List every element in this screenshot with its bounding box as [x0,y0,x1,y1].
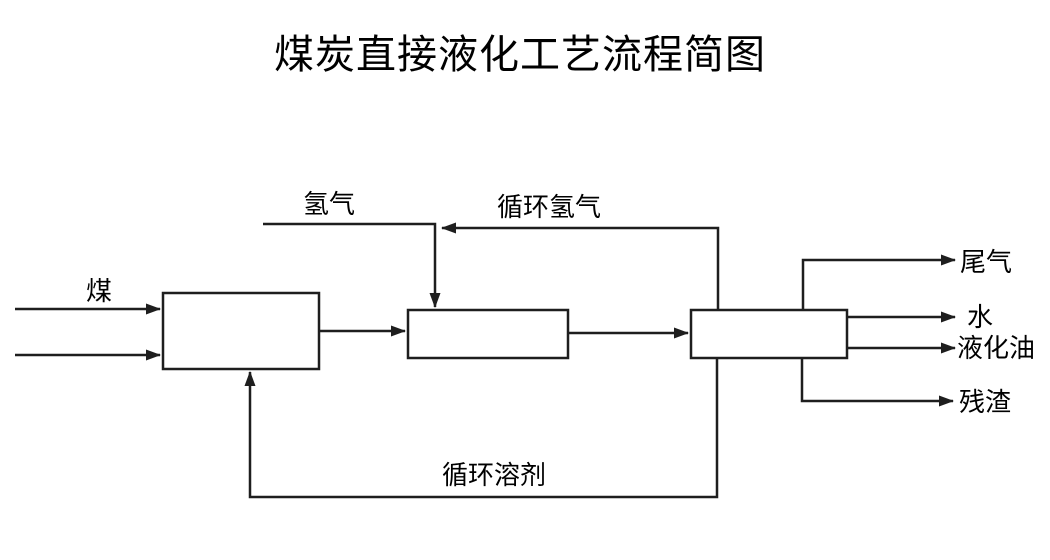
recycle-hydrogen-label: 循环氢气 [497,192,602,222]
liquefied-oil-label: 液化油 [957,333,1036,363]
tail-gas-arrow [801,254,956,310]
process-box-2 [406,308,570,360]
coal-label: 煤 [86,276,113,306]
hydrogen-feed-arrow [263,222,441,308]
page-title: 煤炭直接液化工艺流程简图 [274,33,766,77]
process-box-3 [689,308,849,360]
water-label: 水 [967,302,994,332]
recycle-solvent-arrow [244,358,719,499]
residue-label: 残渣 [959,387,1012,417]
recycle-solvent-label: 循环溶剂 [442,460,547,490]
tail-gas-label: 尾气 [960,247,1013,277]
hydrogen-label: 氢气 [303,189,356,219]
residue-arrow [800,358,954,407]
process-box-1 [161,291,321,371]
recycle-hydrogen-arrow [441,222,720,310]
